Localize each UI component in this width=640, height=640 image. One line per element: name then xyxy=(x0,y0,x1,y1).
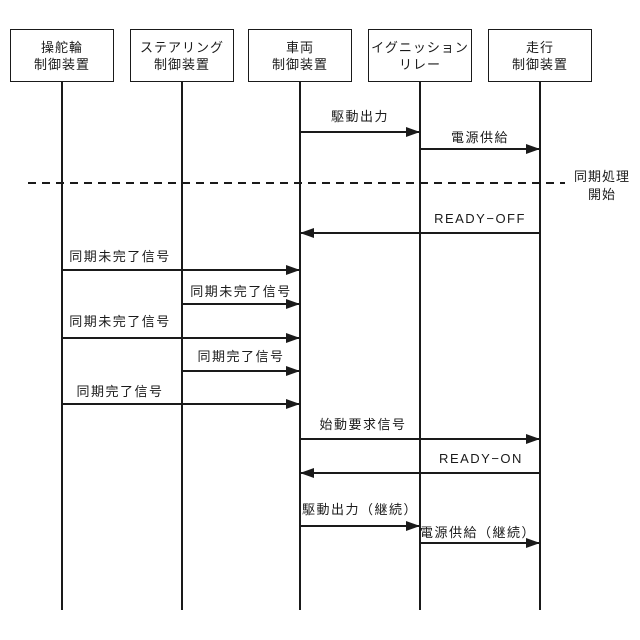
lifeline-steering-wheel-control-unit xyxy=(61,81,63,610)
message-label-sync-complete-1: 同期完了信号 xyxy=(197,349,285,364)
message-arrow-power-supply xyxy=(420,148,540,150)
lifeline-steering-control-unit xyxy=(181,81,183,610)
actor-label: 制御装置 xyxy=(153,56,210,72)
actor-ignition-relay: イグニッション リレー xyxy=(368,29,472,82)
message-label-drive-output-continued: 駆動出力（継続） xyxy=(301,502,419,517)
arrowhead-left-icon xyxy=(300,468,314,478)
message-arrow-sync-complete-1 xyxy=(182,370,300,372)
arrowhead-right-icon xyxy=(286,399,300,409)
lifeline-ignition-relay xyxy=(419,81,421,610)
message-arrow-drive-output-continued xyxy=(300,525,420,527)
message-label-sync-incomplete-3: 同期未完了信号 xyxy=(69,314,171,329)
message-label-sync-incomplete-1: 同期未完了信号 xyxy=(69,249,171,264)
actor-label: 制御装置 xyxy=(33,56,90,72)
lifeline-drive-control-unit xyxy=(539,81,541,610)
arrowhead-right-icon xyxy=(286,265,300,275)
actor-label: 車両 xyxy=(285,39,314,55)
actor-label: ステアリング xyxy=(139,39,224,55)
actor-label: 操舵輪 xyxy=(40,39,83,55)
arrowhead-right-icon xyxy=(406,127,420,137)
arrowhead-right-icon xyxy=(526,144,540,154)
arrowhead-right-icon xyxy=(286,366,300,376)
arrowhead-right-icon xyxy=(526,434,540,444)
message-label-sync-incomplete-2: 同期未完了信号 xyxy=(190,284,292,299)
actor-label: 制御装置 xyxy=(511,56,568,72)
arrowhead-right-icon xyxy=(406,521,420,531)
arrowhead-right-icon xyxy=(286,333,300,343)
message-arrow-sync-complete-2 xyxy=(62,403,300,405)
message-arrow-ready-off xyxy=(300,232,540,234)
message-arrow-start-request xyxy=(300,438,540,440)
lifeline-vehicle-control-unit xyxy=(299,81,301,610)
message-label-ready-on: READY−ON xyxy=(439,451,523,466)
message-arrow-sync-incomplete-2 xyxy=(182,303,300,305)
arrowhead-left-icon xyxy=(300,228,314,238)
actor-drive-control-unit: 走行 制御装置 xyxy=(488,29,592,82)
message-arrow-ready-on xyxy=(300,472,540,474)
actor-label: リレー xyxy=(398,56,441,72)
sync-start-separator-line xyxy=(28,182,565,184)
actor-label: 走行 xyxy=(525,39,554,55)
message-label-power-supply-continued: 電源供給（継続） xyxy=(419,525,537,540)
actor-vehicle-control-unit: 車両 制御装置 xyxy=(248,29,352,82)
sync-start-separator-label: 同期処理 開始 xyxy=(566,168,638,203)
message-arrow-sync-incomplete-1 xyxy=(62,269,300,271)
message-label-sync-complete-2: 同期完了信号 xyxy=(76,384,164,399)
message-arrow-sync-incomplete-3 xyxy=(62,337,300,339)
message-arrow-power-supply-continued xyxy=(420,542,540,544)
message-arrow-drive-output xyxy=(300,131,420,133)
actor-label: 制御装置 xyxy=(271,56,328,72)
actor-steering-wheel-control-unit: 操舵輪 制御装置 xyxy=(10,29,114,82)
arrowhead-right-icon xyxy=(286,299,300,309)
separator-label-line: 開始 xyxy=(587,186,616,202)
actor-steering-control-unit: ステアリング 制御装置 xyxy=(130,29,234,82)
message-label-drive-output: 駆動出力 xyxy=(330,109,390,124)
separator-label-line: 同期処理 xyxy=(573,169,630,184)
message-label-power-supply: 電源供給 xyxy=(450,130,510,145)
arrowhead-right-icon xyxy=(526,538,540,548)
message-label-ready-off: READY−OFF xyxy=(434,211,526,226)
message-label-start-request: 始動要求信号 xyxy=(319,417,407,432)
actor-label: イグニッション xyxy=(371,39,469,55)
